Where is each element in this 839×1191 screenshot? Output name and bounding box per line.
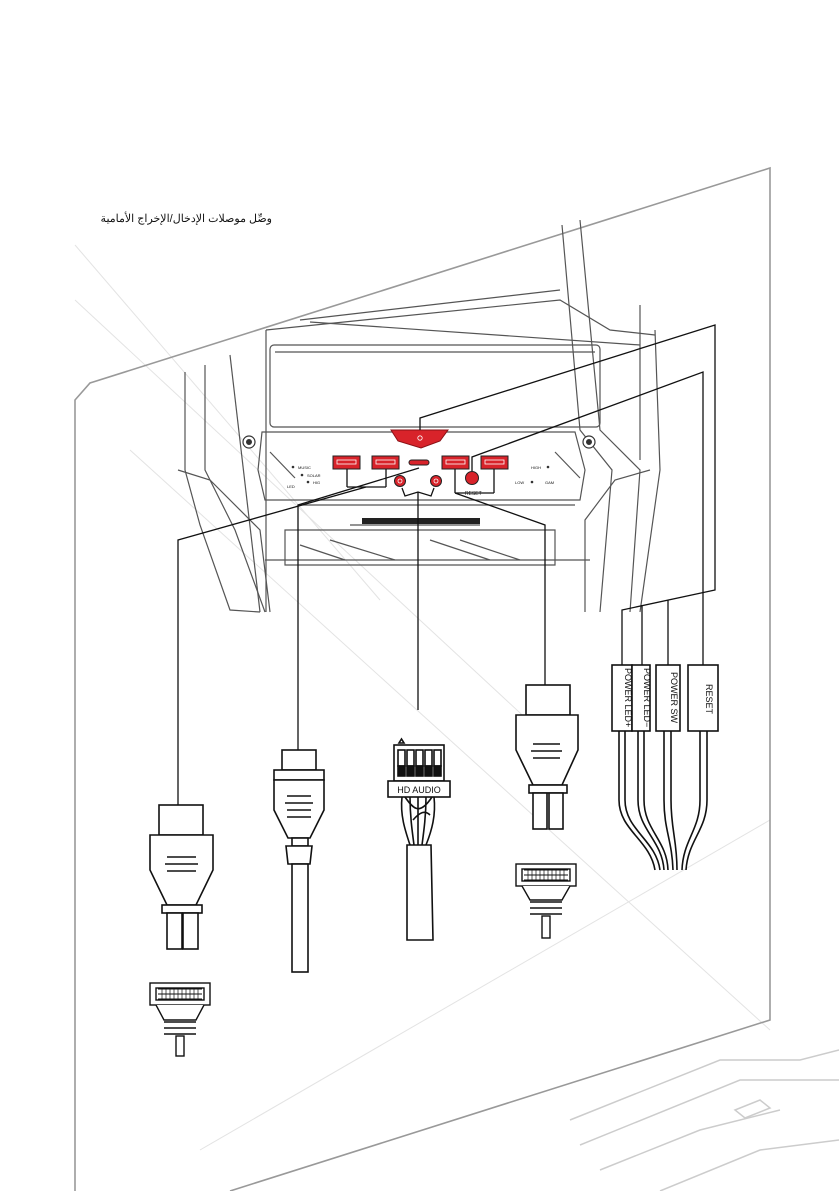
hd-audio-connector [387, 737, 451, 941]
fan-slot [362, 518, 480, 524]
usb-port-3[interactable] [441, 455, 470, 470]
label-led: LED [287, 484, 295, 489]
usb-port-4[interactable] [480, 455, 509, 470]
pin-label-power-led-plus: POWER LED+ [623, 668, 633, 727]
usb-c-port[interactable] [408, 459, 430, 466]
mode-labels-right: HIGH LOW GAM [515, 465, 554, 485]
usb3-header-connector [149, 804, 214, 950]
label-gam: GAM [545, 480, 554, 485]
logo-watermark [569, 1049, 839, 1191]
background-rays [74, 244, 771, 1151]
label-hig: HIG [313, 480, 320, 485]
usb-port-2[interactable] [371, 455, 400, 470]
page-title: وصِّل موصلات الإدخال/الإخراج الأمامية [100, 213, 272, 225]
front-panel-connectors [611, 664, 719, 871]
callout-lines [177, 324, 716, 805]
power-button[interactable] [390, 429, 449, 449]
usb3-motherboard-header [149, 982, 211, 1057]
usb3-motherboard-header-right [515, 863, 577, 939]
front-io-panel [257, 431, 586, 501]
reset-button-label: RESET [465, 491, 482, 497]
pin-label-reset: RESET [704, 684, 714, 715]
power-icon [417, 435, 423, 441]
mode-labels-left: MUSIC SOLAR HIG LED [287, 465, 321, 489]
hd-audio-label: HD AUDIO [397, 785, 441, 795]
pin-label-power-sw: POWER SW [669, 672, 679, 724]
audio-jack-headphone[interactable] [394, 475, 406, 487]
frame-outline [74, 166, 771, 1191]
usb-c-header-connector [273, 749, 325, 973]
pc-case [177, 219, 661, 613]
label-low: LOW [515, 480, 524, 485]
usb-port-1[interactable] [332, 455, 361, 470]
usb3-header-connector-right [515, 684, 579, 830]
reset-button[interactable] [465, 471, 479, 485]
pin-label-power-led-minus: POWER LED− [642, 668, 652, 727]
label-high: HIGH [531, 465, 541, 470]
label-music: MUSIC [298, 465, 311, 470]
audio-jack-mic[interactable] [430, 475, 442, 487]
label-solar: SOLAR [307, 473, 321, 478]
